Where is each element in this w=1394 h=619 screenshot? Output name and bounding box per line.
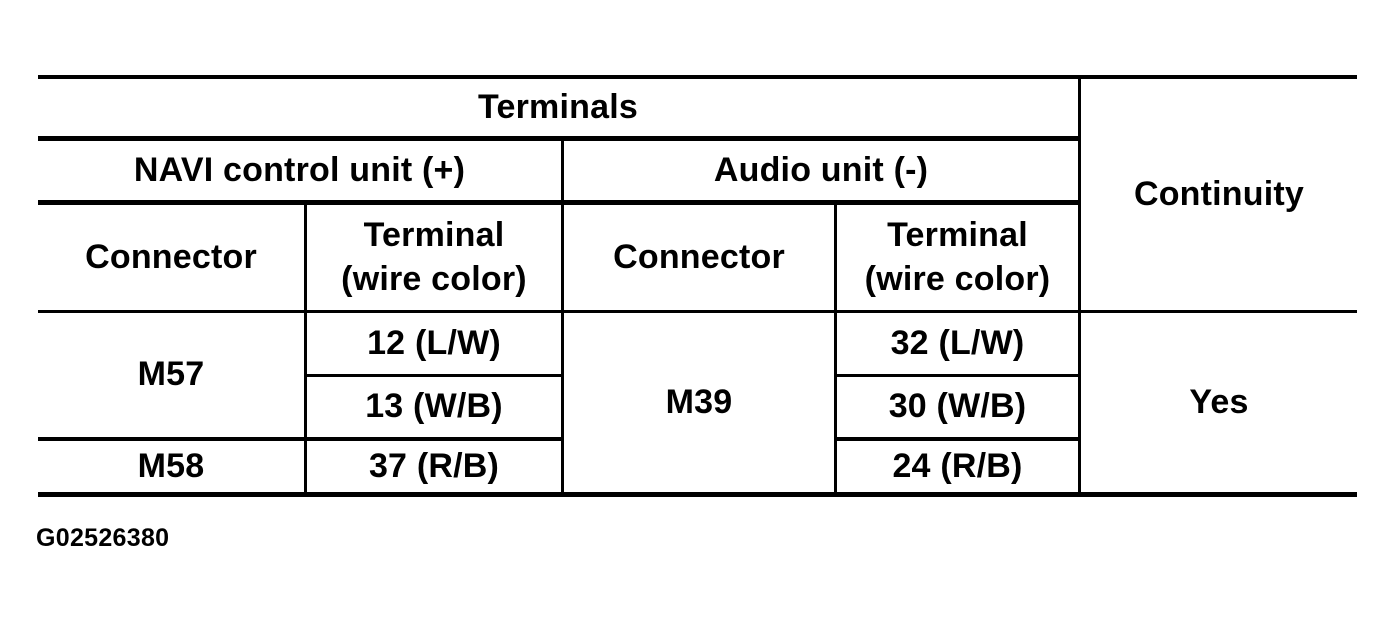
table-rule-below-column-headers bbox=[38, 310, 1357, 313]
navi-connector-cell-m57: M57 bbox=[137, 355, 205, 394]
table-rule-below-terminals bbox=[38, 136, 1081, 141]
navi-unit-header-cell: NAVI control unit (+) bbox=[133, 150, 466, 189]
table-rule-navi-audio-divider bbox=[561, 136, 564, 492]
navi-terminal-cell-row1: 12 (L/W) bbox=[367, 323, 501, 362]
continuity-header-cell: Continuity bbox=[1133, 175, 1305, 214]
continuity-value-cell: Yes bbox=[1189, 382, 1249, 421]
navi-terminal-column-header: Terminal (wire color) bbox=[307, 205, 561, 310]
audio-terminal-cell-row1: 32 (L/W) bbox=[890, 323, 1025, 362]
figure-code: G02526380 bbox=[36, 524, 170, 552]
navi-connector-cell-m58: M58 bbox=[137, 446, 205, 485]
table-rule-navi-row1-row2-divider bbox=[304, 374, 561, 377]
table-rule-audio-row2-row3-divider bbox=[834, 437, 1081, 441]
navi-terminal-column-header-line1: Terminal bbox=[363, 215, 505, 254]
table-rule-bottom bbox=[38, 492, 1357, 497]
navi-terminal-column-header-line2: (wire color) bbox=[341, 259, 527, 298]
audio-connector-column-header: Connector bbox=[613, 237, 785, 276]
table-rule-top bbox=[38, 75, 1357, 79]
navi-terminal-cell-row3: 37 (R/B) bbox=[368, 446, 500, 485]
table-rule-navi-connector-terminal-divider bbox=[304, 202, 307, 492]
table-rule-m57-m58-divider bbox=[38, 437, 561, 441]
terminals-header-cell: Terminals bbox=[478, 88, 638, 127]
navi-terminal-cell-row2: 13 (W/B) bbox=[365, 387, 503, 426]
audio-terminal-cell-row3: 24 (R/B) bbox=[892, 446, 1023, 485]
table-rule-continuity-divider bbox=[1078, 75, 1081, 492]
table-rule-audio-connector-terminal-divider bbox=[834, 202, 837, 492]
audio-terminal-column-header-line1: Terminal bbox=[887, 215, 1028, 254]
audio-connector-cell-m39: M39 bbox=[665, 382, 733, 421]
table-rule-audio-row1-row2-divider bbox=[834, 374, 1081, 377]
navi-connector-column-header: Connector bbox=[85, 237, 257, 276]
audio-terminal-column-header: Terminal (wire color) bbox=[837, 205, 1078, 310]
audio-terminal-cell-row2: 30 (W/B) bbox=[888, 387, 1027, 426]
audio-terminal-column-header-line2: (wire color) bbox=[864, 259, 1051, 298]
audio-unit-header-cell: Audio unit (-) bbox=[713, 150, 929, 189]
table-rule-below-unit-headers bbox=[38, 200, 1081, 205]
